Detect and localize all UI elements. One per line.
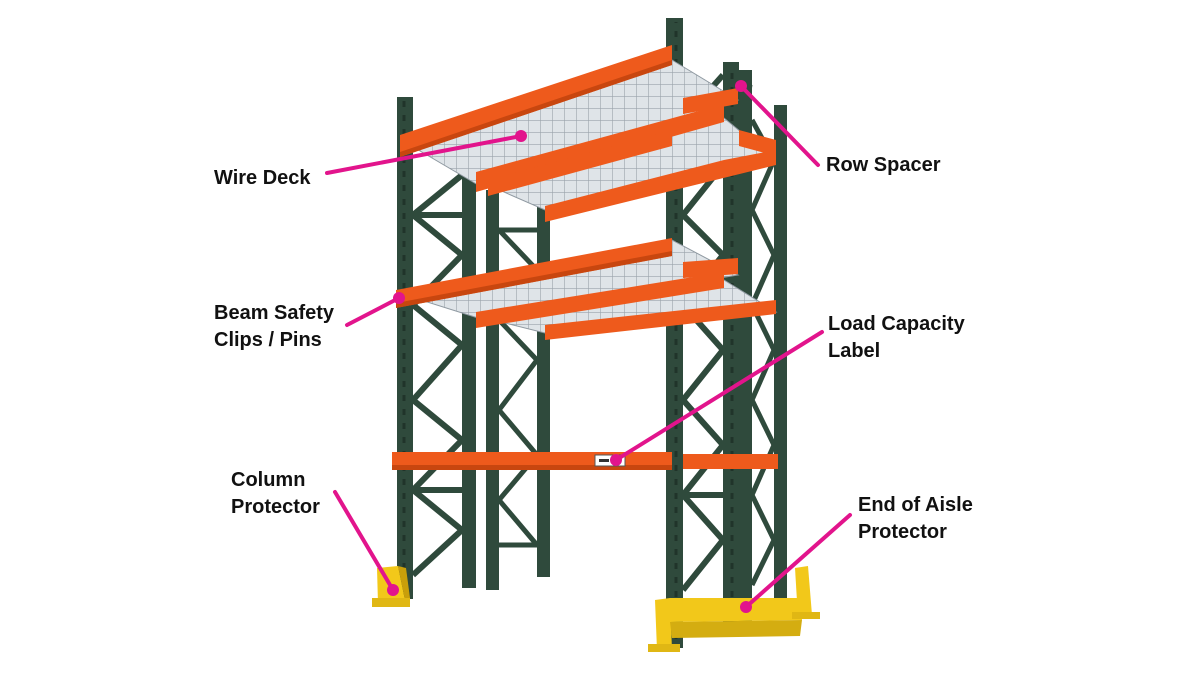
label-wire-deck-text: Wire Deck [214,167,311,189]
front-left-upright-frame [397,97,476,599]
label-end-of-aisle-line1: End of Aisle [858,494,973,516]
label-end-of-aisle-protector: End of Aisle Protector [858,492,973,546]
label-load-capacity: Load Capacity Label [828,311,965,365]
callout-beam-safety-clips [345,292,405,327]
callout-end-of-aisle [740,513,852,613]
label-row-spacer: Row Spacer [826,152,940,179]
end-of-aisle-protector-shape [648,566,820,652]
load-capacity-plate [594,454,626,467]
callout-load-capacity [610,330,824,466]
orange-beams [392,45,778,470]
wire-decks [403,59,778,334]
label-beam-safety-clips-line1: Beam Safety [214,302,335,324]
label-beam-safety-clips-line2: Clips / Pins [214,329,322,351]
back-right-upright-frame [738,70,787,630]
callout-wire-deck [325,130,527,175]
label-row-spacer-text: Row Spacer [826,154,941,176]
label-column-protector: Column Protector [231,467,320,521]
label-beam-safety-clips: Beam Safety Clips / Pins [214,300,334,354]
callout-column-protector [333,490,399,596]
callout-row-spacer [735,80,820,167]
label-load-capacity-line1: Load Capacity [828,313,965,335]
label-column-protector-line1: Column [231,469,306,491]
label-load-capacity-line2: Label [828,340,881,362]
back-left-upright-frame [486,190,550,590]
label-column-protector-line2: Protector [231,496,320,518]
label-end-of-aisle-line2: Protector [858,521,947,543]
label-wire-deck: Wire Deck [214,165,311,192]
